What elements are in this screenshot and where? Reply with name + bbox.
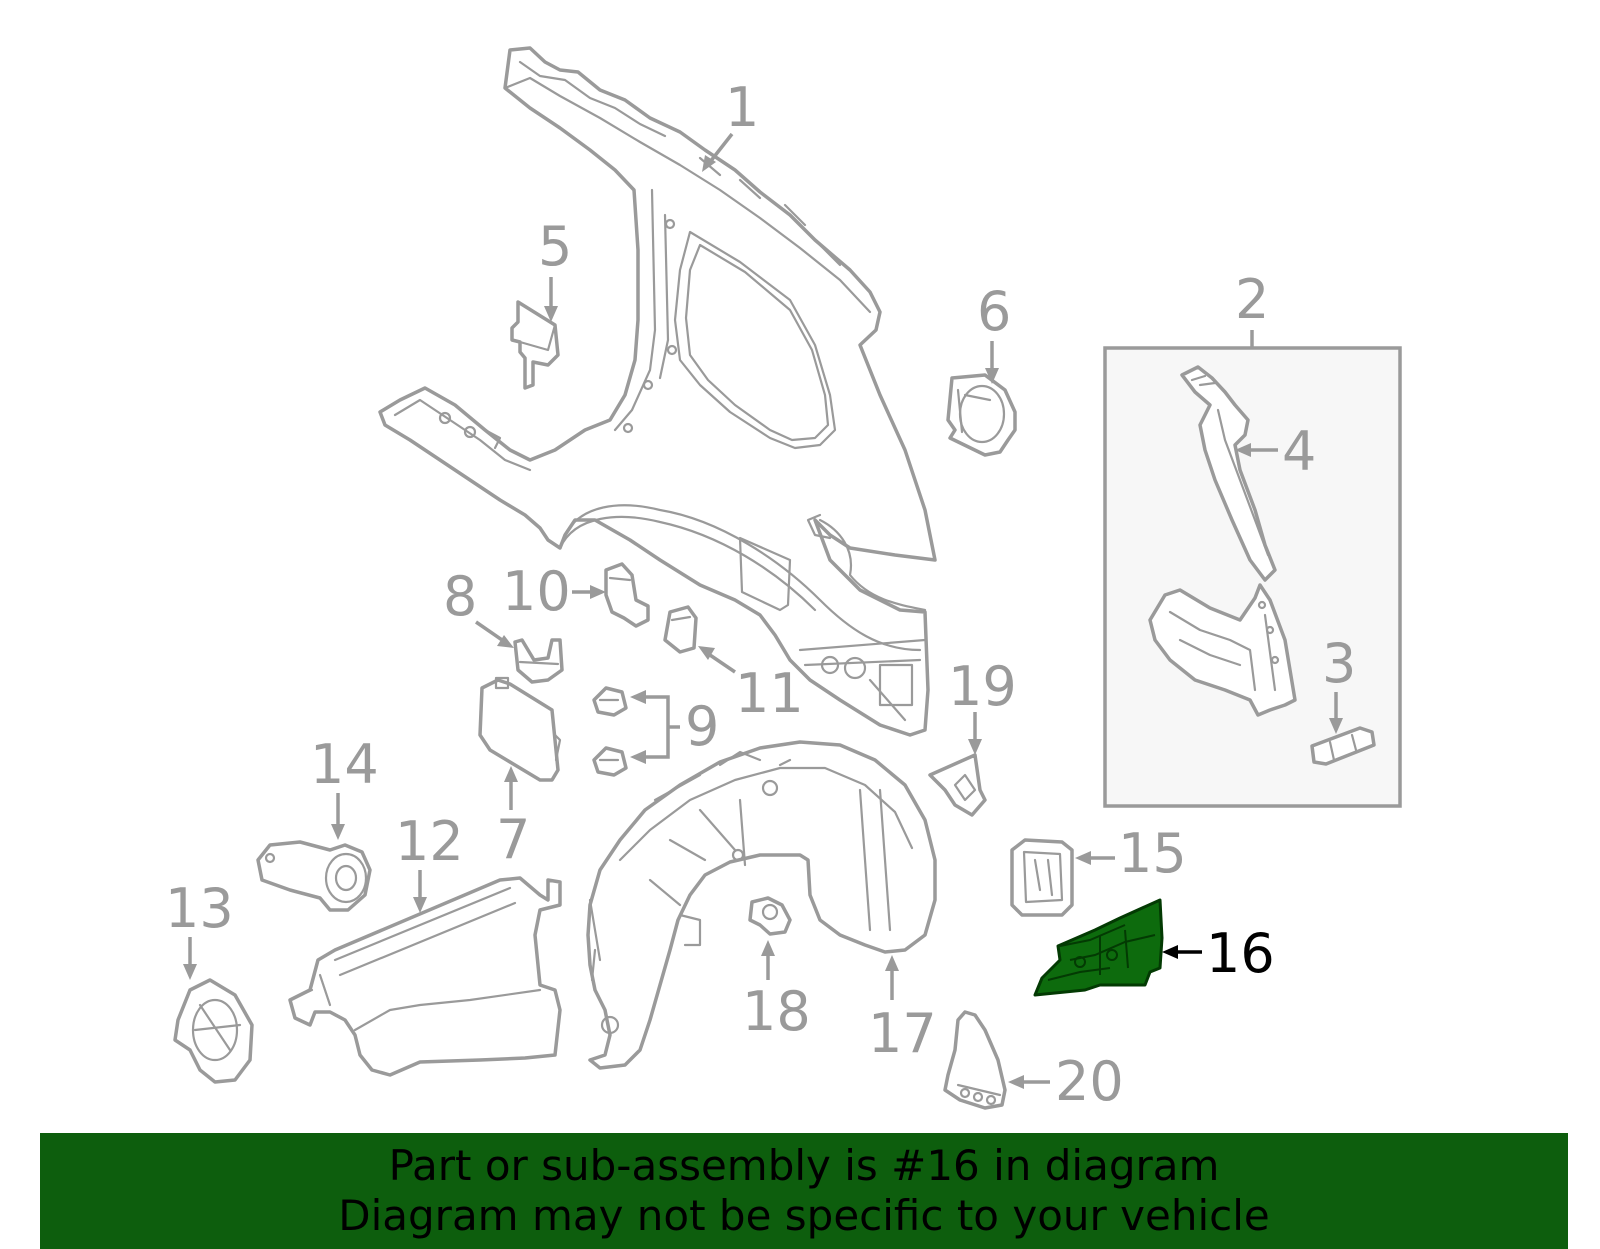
part-7-fuel-door[interactable] bbox=[478, 676, 562, 782]
callout-19: 19 bbox=[948, 655, 1017, 755]
callout-label-19: 19 bbox=[948, 655, 1017, 718]
part-3-clip[interactable] bbox=[1310, 726, 1376, 766]
banner-line-part-number: Part or sub-assembly is #16 in diagram bbox=[388, 1141, 1220, 1190]
callout-9: 9 bbox=[630, 690, 719, 764]
callout-8: 8 bbox=[443, 565, 514, 648]
part-4-inner-panel[interactable] bbox=[1148, 365, 1297, 717]
callout-label-11: 11 bbox=[735, 662, 804, 725]
callout-3: 3 bbox=[1322, 632, 1356, 734]
callout-11: 11 bbox=[698, 646, 804, 725]
callout-label-7: 7 bbox=[496, 808, 530, 871]
callout-16: 16 bbox=[1162, 922, 1275, 985]
callout-label-20: 20 bbox=[1055, 1050, 1124, 1113]
callout-label-17: 17 bbox=[868, 1002, 937, 1065]
part-16-bracket-highlighted[interactable] bbox=[1033, 898, 1164, 997]
callout-18: 18 bbox=[742, 940, 811, 1043]
part-12-canister[interactable] bbox=[288, 876, 562, 1077]
part-15-seal[interactable] bbox=[1010, 838, 1074, 917]
callout-7: 7 bbox=[496, 766, 530, 871]
callout-label-16: 16 bbox=[1206, 922, 1275, 985]
part-6-fuel-housing[interactable] bbox=[946, 373, 1017, 457]
part-14-fuel-inlet[interactable] bbox=[256, 840, 372, 912]
info-banner: Part or sub-assembly is #16 in diagram D… bbox=[40, 1133, 1568, 1249]
part-5-bracket[interactable] bbox=[510, 300, 560, 390]
callout-6: 6 bbox=[977, 280, 1011, 384]
callout-label-13: 13 bbox=[165, 877, 234, 940]
part-11-plug[interactable] bbox=[663, 605, 698, 654]
callout-label-3: 3 bbox=[1322, 632, 1356, 695]
part-9-clips[interactable] bbox=[592, 686, 628, 777]
callout-5: 5 bbox=[538, 215, 572, 322]
callout-1: 1 bbox=[702, 76, 759, 172]
part-19-bracket[interactable] bbox=[928, 753, 987, 817]
callout-14: 14 bbox=[310, 733, 379, 840]
part-8-bracket-clip[interactable] bbox=[513, 638, 564, 684]
callout-label-14: 14 bbox=[310, 733, 379, 796]
callout-label-4: 4 bbox=[1282, 420, 1316, 483]
callout-label-12: 12 bbox=[395, 810, 464, 873]
part-20-bracket[interactable] bbox=[943, 1010, 1007, 1110]
callout-label-1: 1 bbox=[725, 76, 759, 139]
callout-2: 2 bbox=[1235, 268, 1269, 331]
part-17-wheel-liner[interactable] bbox=[586, 740, 937, 1070]
callout-label-8: 8 bbox=[443, 565, 477, 628]
part-1-quarter-panel[interactable] bbox=[378, 46, 937, 737]
callout-label-10: 10 bbox=[502, 560, 571, 623]
callout-15: 15 bbox=[1075, 822, 1187, 885]
callout-12: 12 bbox=[395, 810, 464, 913]
callout-4: 4 bbox=[1235, 420, 1316, 483]
callout-10: 10 bbox=[502, 560, 606, 623]
part-13-filler-ring[interactable] bbox=[173, 978, 254, 1084]
callout-13: 13 bbox=[165, 877, 234, 980]
callout-label-5: 5 bbox=[538, 215, 572, 278]
callout-label-15: 15 bbox=[1118, 822, 1187, 885]
part-18-push-pin[interactable] bbox=[748, 896, 792, 936]
banner-line-disclaimer: Diagram may not be specific to your vehi… bbox=[338, 1191, 1270, 1240]
callout-label-2: 2 bbox=[1235, 268, 1269, 331]
callout-label-9: 9 bbox=[685, 695, 719, 758]
callout-label-18: 18 bbox=[742, 980, 811, 1043]
callout-20: 20 bbox=[1008, 1050, 1124, 1113]
callout-17: 17 bbox=[868, 955, 937, 1065]
callout-label-6: 6 bbox=[977, 280, 1011, 343]
part-10-clip[interactable] bbox=[604, 562, 650, 628]
